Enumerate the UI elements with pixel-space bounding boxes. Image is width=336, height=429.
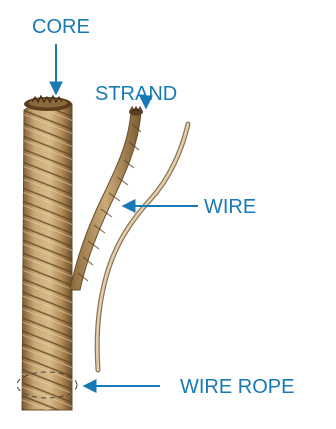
single-wire bbox=[97, 124, 188, 370]
strand-label: STRAND bbox=[95, 83, 177, 105]
rope-highlight-line bbox=[20, 412, 76, 424]
core-label: CORE bbox=[32, 16, 90, 38]
wire-label: WIRE bbox=[204, 196, 256, 218]
core-end bbox=[24, 96, 72, 111]
wire-rope-label: WIRE ROPE bbox=[180, 376, 294, 398]
strand bbox=[70, 107, 143, 290]
rope-body bbox=[20, 96, 76, 424]
